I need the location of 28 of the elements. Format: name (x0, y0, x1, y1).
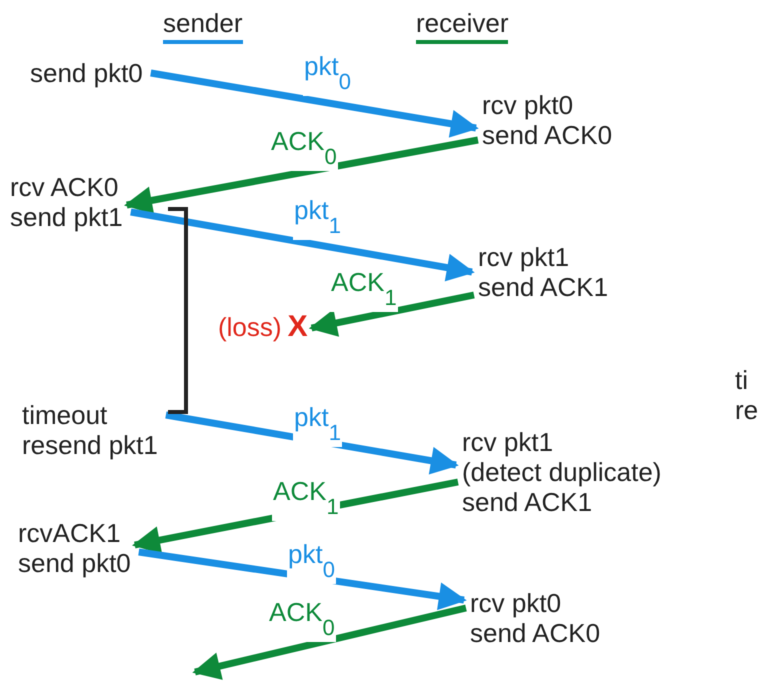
event-text: rcvACK1 (18, 518, 122, 548)
message-arrow (150, 70, 479, 138)
cut-off-text: ti (735, 365, 748, 395)
event-text: send ACK0 (482, 120, 612, 150)
message-arrow (192, 604, 467, 680)
event-text: rcv pkt1 (462, 427, 554, 457)
event-text: rcv pkt0 (482, 90, 574, 120)
column-heading: sender (163, 8, 242, 44)
event-text: rcv ACK0 (10, 172, 120, 202)
event-text: (detect duplicate) (462, 457, 662, 487)
loss-label: (loss) (218, 312, 282, 342)
event-text: send pkt0 (30, 58, 143, 88)
event-text: resend pkt1 (22, 430, 158, 460)
event-text: rcv pkt1 (478, 242, 570, 272)
event-text: rcv pkt0 (470, 588, 562, 618)
message-arrow (130, 208, 475, 282)
loss-mark: X (288, 312, 308, 342)
event-text: send ACK0 (470, 618, 600, 648)
event-text: send ACK1 (462, 487, 594, 517)
message-arrow (165, 412, 459, 475)
event-text: send pkt1 (10, 202, 123, 232)
event-text: send pkt0 (18, 548, 131, 578)
message-arrow (308, 292, 475, 337)
message-arrow (124, 136, 479, 214)
cut-off-text: re (735, 395, 758, 425)
event-text: send ACK1 (478, 272, 608, 302)
event-text: timeout (22, 400, 108, 430)
column-heading: receiver (416, 8, 508, 44)
